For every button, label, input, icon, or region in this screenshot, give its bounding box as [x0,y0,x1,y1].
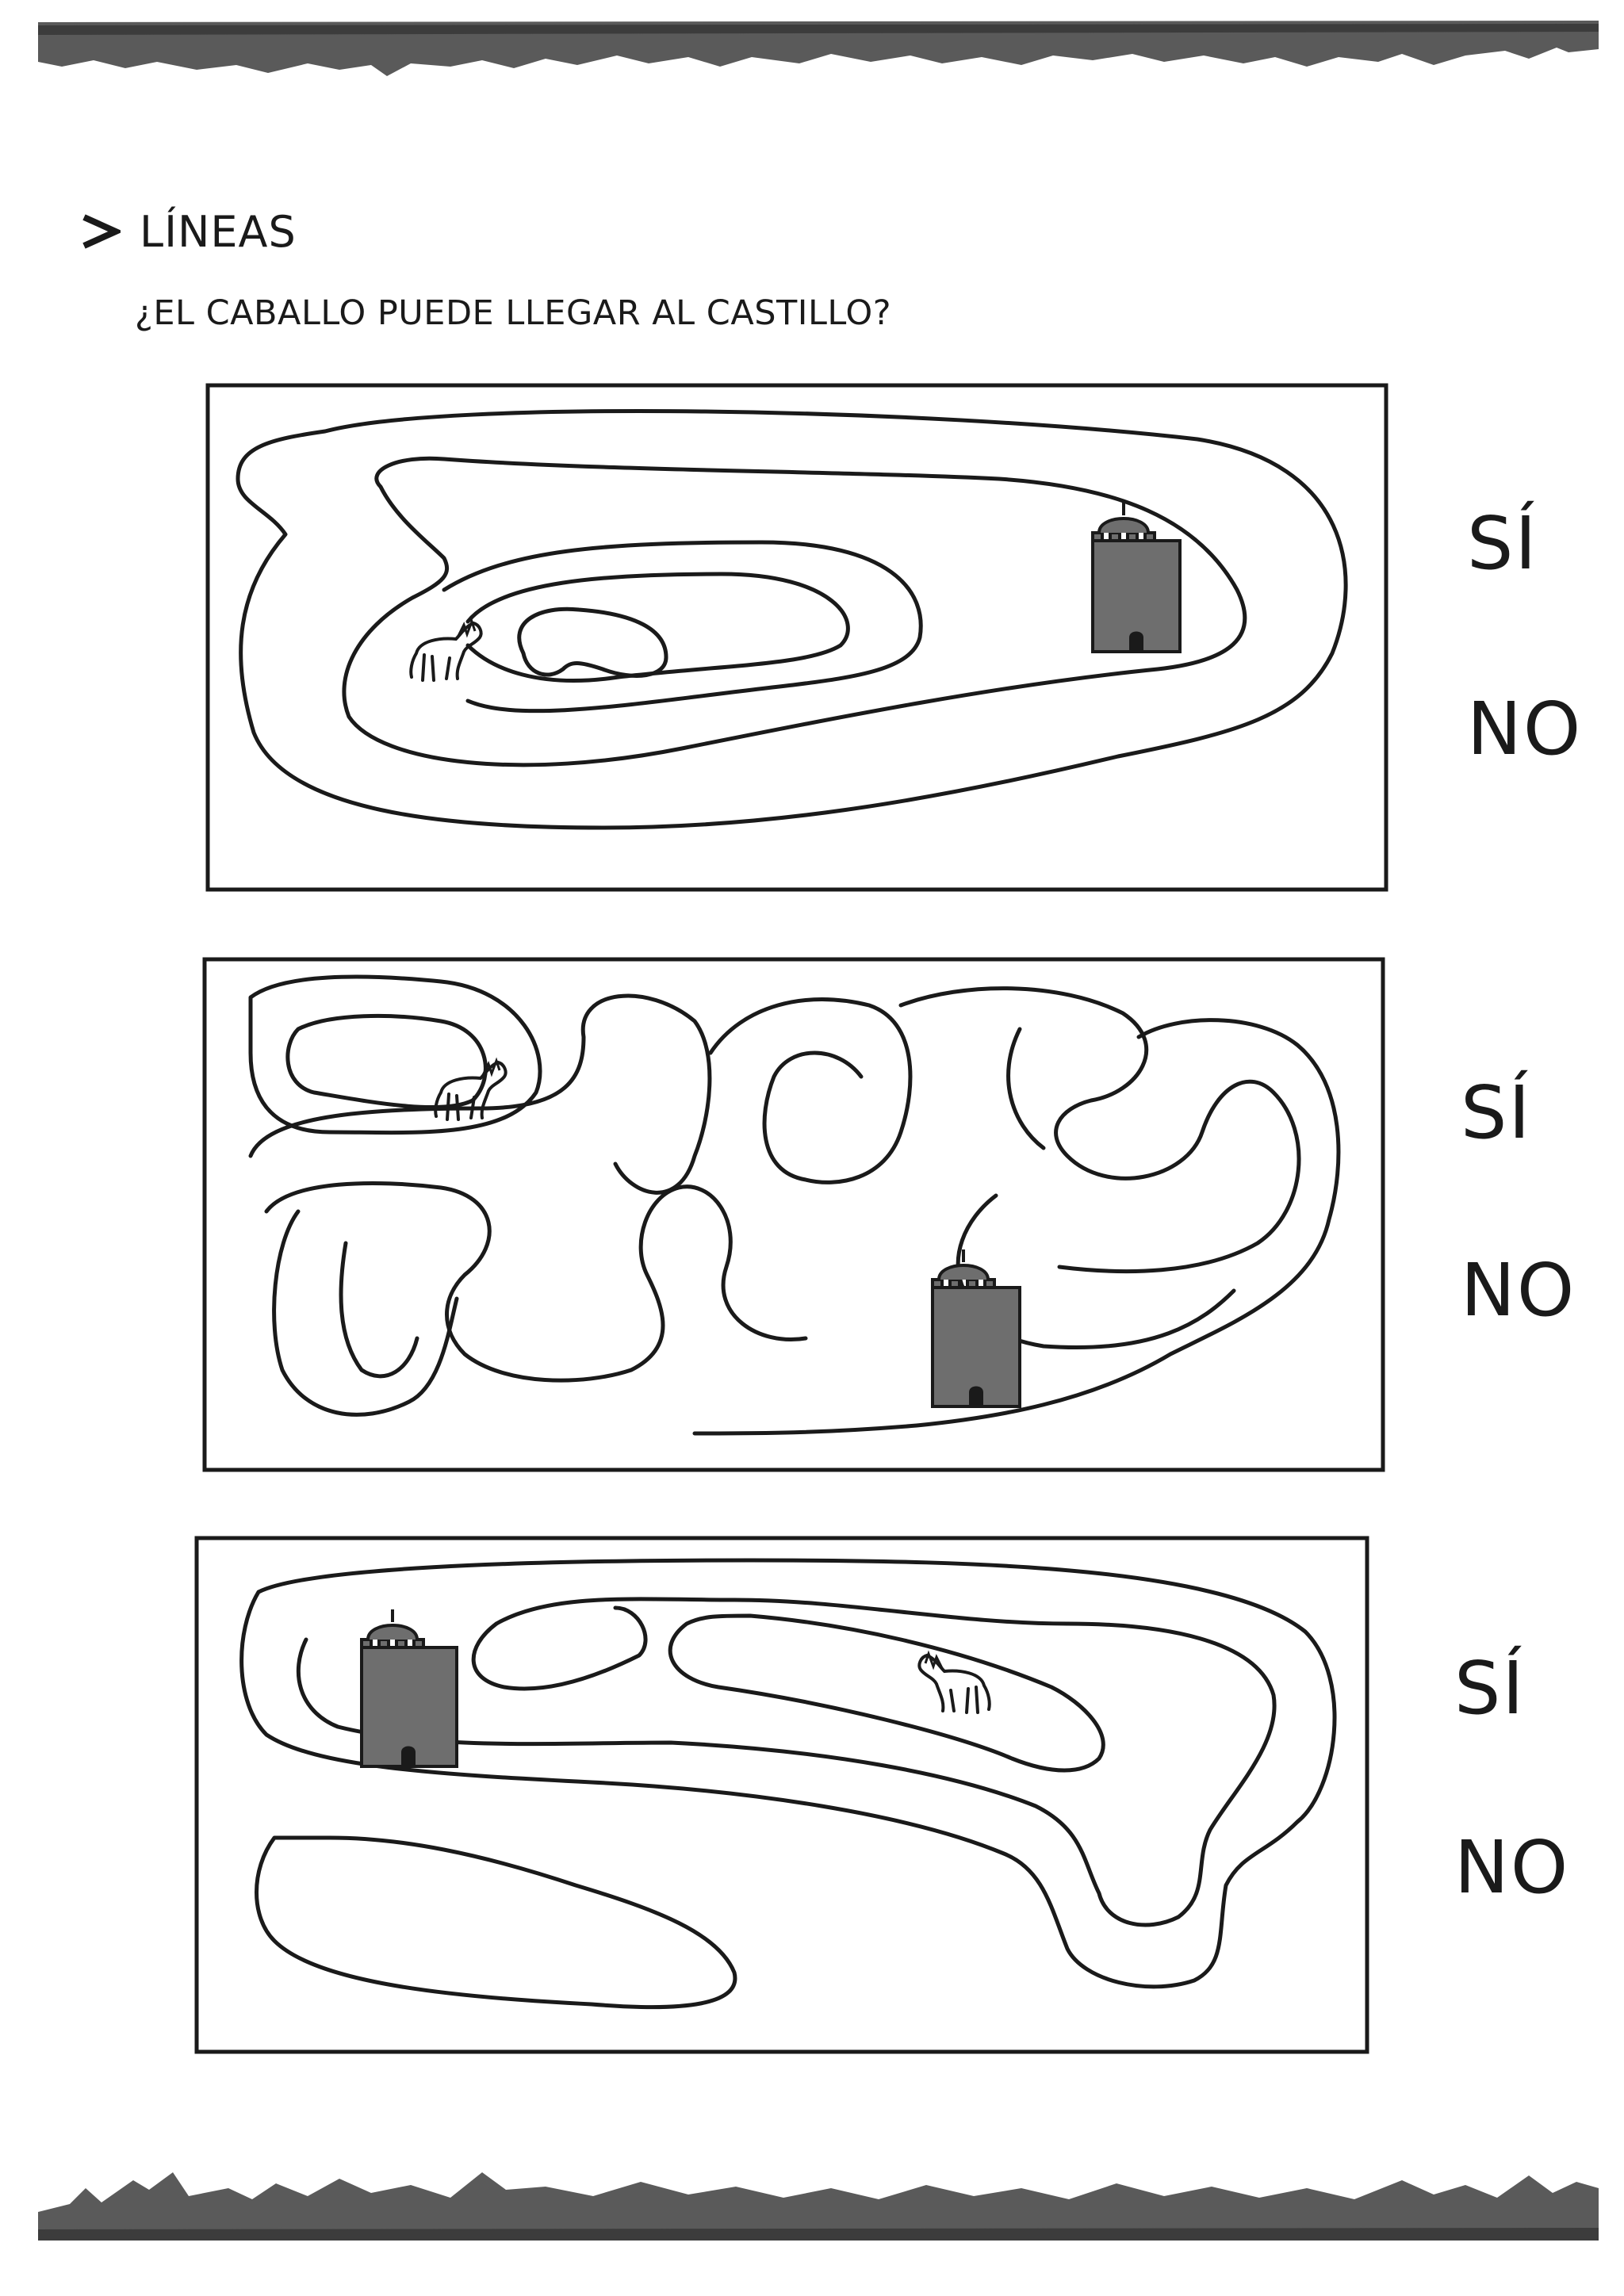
horse-icon [434,1057,508,1121]
bottom-decorative-band [38,2141,1599,2244]
castle-icon [1091,503,1182,653]
answer-no-3[interactable]: NO [1454,1825,1570,1910]
answer-yes-2[interactable]: SÍ [1461,1070,1532,1155]
question-text: ¿EL CABALLO PUEDE LLEGAR AL CASTILLO? [135,293,892,333]
horse-icon [917,1650,991,1714]
maze-panel-3 [194,1536,1369,2054]
section-heading: LÍNEAS [79,200,297,263]
answer-yes-1[interactable]: SÍ [1467,501,1538,586]
castle-icon [360,1609,458,1768]
top-decorative-band [38,17,1599,105]
answer-no-1[interactable]: NO [1467,687,1583,771]
chevron-right-icon [82,214,121,249]
castle-icon [931,1249,1021,1408]
section-title: LÍNEAS [140,206,297,257]
maze-panel-2 [202,957,1385,1472]
answer-yes-3[interactable]: SÍ [1454,1646,1526,1731]
horse-icon [409,618,483,682]
maze-panel-1 [205,383,1388,892]
answer-no-2[interactable]: NO [1461,1248,1576,1333]
